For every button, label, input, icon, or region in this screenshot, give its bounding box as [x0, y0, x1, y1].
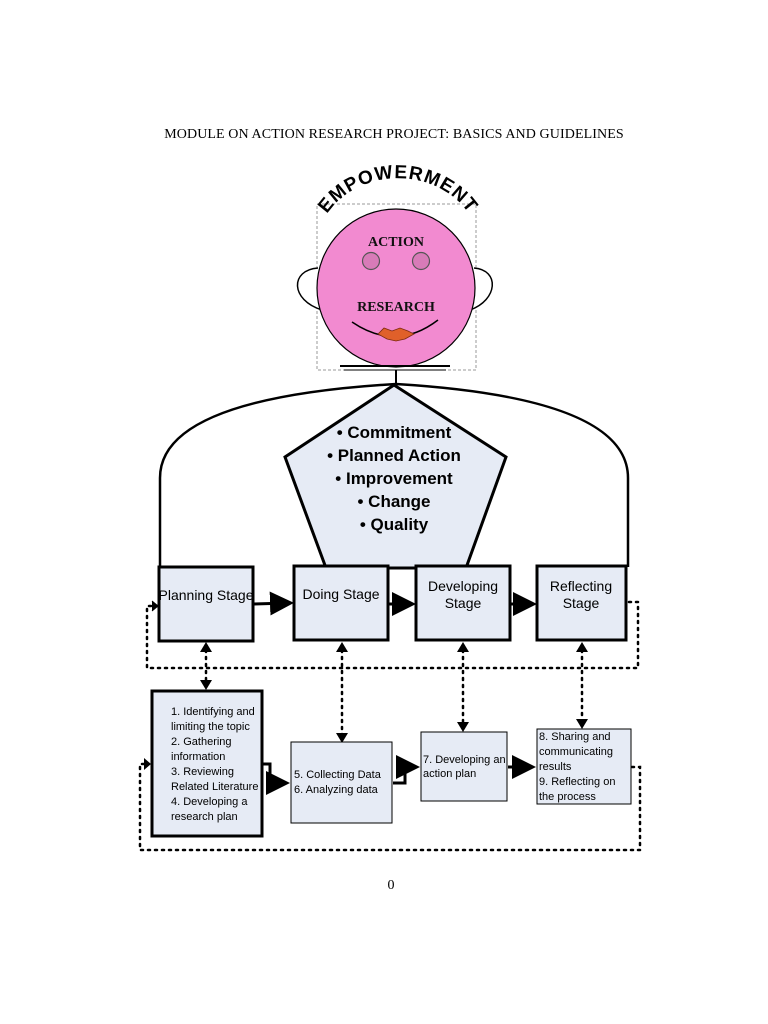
reflecting-step-line-2: communicating [539, 746, 613, 758]
vertical-arrowheads [200, 642, 588, 743]
developing-step-line-2: action plan [423, 768, 476, 780]
smiley-face: ACTION RESEARCH EMPOWERMENT [296, 162, 493, 371]
reflecting-stage-box [535, 564, 628, 642]
face-action-label: ACTION [368, 235, 424, 250]
pentagon-item-2: • Planned Action [327, 446, 461, 465]
planning-step-line-4: information [171, 751, 225, 763]
reflecting-stage-label-1: Reflecting [550, 578, 612, 594]
page-number: 0 [387, 878, 395, 893]
arrow-step-doing-developing [393, 755, 420, 785]
planning-step-line-5: 3. Reviewing [171, 766, 234, 778]
planning-step-line-1: 1. Identifying and [171, 706, 255, 718]
vertical-dotted-arrows [204, 648, 584, 737]
pentagon-item-3: • Improvement [335, 469, 453, 488]
pentagon-item-5: • Quality [360, 515, 429, 534]
reflecting-steps-box [536, 728, 632, 805]
planning-stage-box [157, 565, 255, 643]
developing-steps-box [420, 731, 508, 802]
reflecting-step-line-3: results [539, 761, 572, 773]
right-eye [411, 251, 431, 271]
left-ear [296, 267, 323, 311]
reflecting-step-line-5: the process [539, 791, 596, 803]
doing-steps-box [290, 741, 393, 824]
developing-stage-label-1: Developing [428, 578, 498, 594]
arrow-step-planning-doing [263, 762, 290, 795]
doing-step-line-1: 5. Collecting Data [294, 769, 382, 781]
planning-step-line-2: limiting the topic [171, 721, 250, 733]
right-ear [469, 267, 493, 311]
planning-stage-label: Planning Stage [159, 587, 254, 603]
stage-boxes: Planning Stage Doing Stage Developing St… [157, 564, 628, 643]
reflecting-step-line-4: 9. Reflecting on [539, 776, 615, 788]
pentagon-item-1: • Commitment [337, 423, 452, 442]
top-dotted-loop [145, 600, 640, 670]
doing-step-line-2: 6. Analyzing data [294, 784, 379, 796]
developing-stage-box [414, 564, 512, 642]
bottom-dotted-loop [138, 762, 642, 852]
developing-stage-label-2: Stage [445, 595, 482, 611]
step-boxes: 1. Identifying and limiting the topic 2.… [150, 689, 632, 838]
umbrella-arc [158, 382, 630, 567]
pentagon-item-4: • Change [357, 492, 430, 511]
doing-stage-box [292, 564, 390, 642]
reflecting-step-line-1: 8. Sharing and [539, 731, 611, 743]
page-title: MODULE ON ACTION RESEARCH PROJECT: BASIC… [164, 127, 624, 142]
mouth [377, 327, 415, 342]
doing-stage-label: Doing Stage [302, 586, 379, 602]
planning-step-line-7: 4. Developing a [171, 796, 248, 808]
arrow-planning-doing [253, 591, 294, 616]
step-arrows [263, 755, 536, 795]
stage-arrows [253, 591, 537, 616]
face-circle [316, 208, 476, 368]
planning-steps-box [150, 689, 264, 838]
reflecting-stage-label-2: Stage [563, 595, 600, 611]
planning-step-line-6: Related Literature [171, 781, 258, 793]
face-research-label: RESEARCH [357, 300, 435, 315]
planning-step-line-3: 2. Gathering [171, 736, 232, 748]
developing-step-line-1: 7. Developing an [423, 754, 506, 766]
planning-step-line-8: research plan [171, 811, 238, 823]
left-eye [361, 251, 381, 271]
values-pentagon: • Commitment • Planned Action • Improvem… [283, 383, 508, 570]
